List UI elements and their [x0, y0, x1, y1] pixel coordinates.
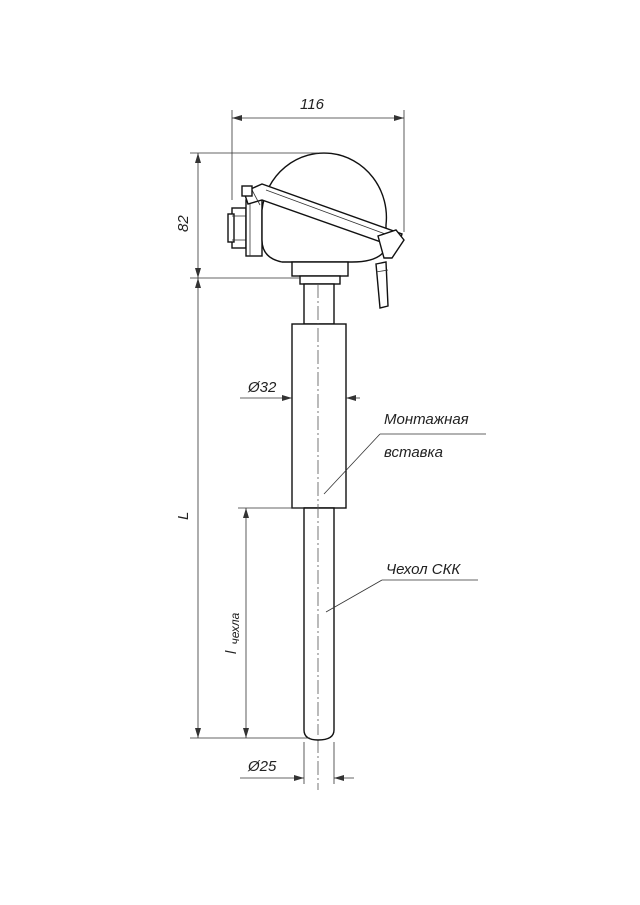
dim-sheath-length-sub: чехла — [228, 612, 242, 644]
dim-head-width: 116 — [231, 96, 405, 232]
callout-mounting-insert-line2: вставка — [384, 444, 443, 461]
dim-sheath-length-label: l чехла — [223, 612, 242, 654]
callout-mounting-insert-line1: Монтажная — [384, 411, 469, 428]
extension-tube — [303, 283, 335, 325]
dim-head-width-label: 116 — [300, 96, 325, 113]
callout-mounting-insert: Монтажная вставка — [323, 411, 486, 495]
callout-sheath: Чехол СКК — [325, 561, 478, 613]
dim-overall-length: L — [175, 278, 310, 739]
dim-overall-length-label: L — [175, 512, 192, 520]
dim-head-height-label: 82 — [175, 215, 192, 232]
dim-head-height: 82 — [175, 152, 318, 279]
cable-gland — [227, 199, 263, 257]
dim-insert-diameter-label: Ø32 — [247, 379, 277, 396]
dim-sheath-diameter-label: Ø25 — [247, 758, 277, 775]
dim-sheath-diameter: Ø25 — [240, 742, 354, 784]
callout-sheath-label: Чехол СКК — [386, 561, 461, 578]
head-neck — [291, 261, 349, 277]
sheath-body — [303, 507, 335, 741]
dim-sheath-length: l чехла — [223, 507, 304, 738]
head-latch — [375, 229, 405, 309]
connection-head — [227, 152, 405, 309]
dim-insert-diameter: Ø32 — [240, 379, 360, 401]
dim-sheath-length-base: l — [223, 650, 240, 654]
mounting-insert-body — [291, 323, 347, 509]
